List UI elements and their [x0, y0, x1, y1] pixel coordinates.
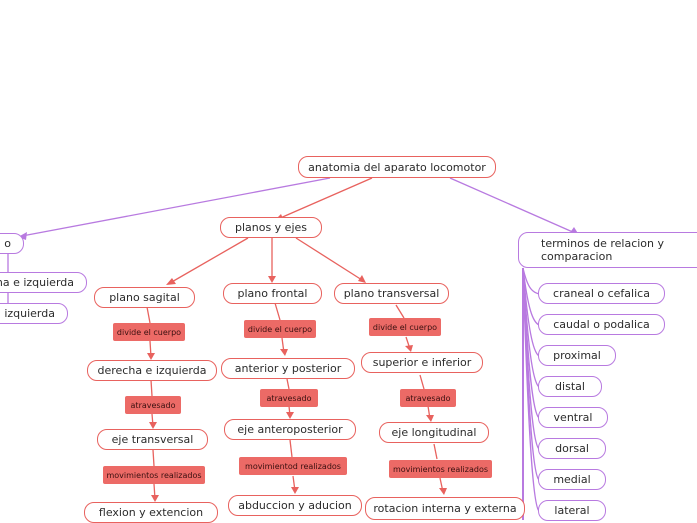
terminos-item[interactable]: ventral [538, 407, 608, 428]
link-label: movimientod realizados [239, 457, 347, 475]
terminos-item[interactable]: dorsal [538, 438, 606, 459]
root-node[interactable]: anatomia del aparato locomotor [298, 156, 496, 178]
link-label: divide el cuerpo [369, 318, 441, 336]
link-label: atravesado [400, 389, 456, 407]
axis-node[interactable]: eje anteroposterior [224, 419, 356, 440]
division-node[interactable]: derecha e izquierda [87, 360, 217, 381]
plane-node-sagital[interactable]: plano sagital [94, 287, 195, 308]
axis-node[interactable]: eje transversal [97, 429, 208, 450]
terminos-item[interactable]: caudal o podalica [538, 314, 665, 335]
left-branch-node[interactable]: o [0, 233, 24, 254]
link-label: movimientos realizados [103, 466, 205, 484]
terminos-item[interactable]: distal [538, 376, 602, 397]
link-label: atravesado [260, 389, 318, 407]
division-node[interactable]: superior e inferior [361, 352, 483, 373]
link-label: divide el cuerpo [113, 323, 185, 341]
movement-node[interactable]: abduccion y aducion [228, 495, 362, 516]
movement-node[interactable]: flexion y extencion [84, 502, 218, 523]
left-item-2[interactable]: izquierda [0, 303, 68, 324]
link-label: atravesado [125, 396, 181, 414]
terminos-node[interactable]: terminos de relacion y comparacion [518, 232, 697, 268]
terminos-item[interactable]: medial [538, 469, 606, 490]
axis-node[interactable]: eje longitudinal [379, 422, 489, 443]
terminos-item[interactable]: proximal [538, 345, 616, 366]
movement-node[interactable]: rotacion interna y externa [365, 497, 525, 520]
planos-node[interactable]: planos y ejes [220, 217, 322, 238]
left-item-1[interactable]: ha e izquierda [0, 272, 87, 293]
link-label: movimientos realizados [389, 460, 492, 478]
link-label: divide el cuerpo [244, 320, 316, 338]
terminos-item[interactable]: craneal o cefalica [538, 283, 665, 304]
terminos-item[interactable]: lateral [538, 500, 606, 521]
plane-node-transversal[interactable]: plano transversal [334, 283, 449, 304]
plane-node-frontal[interactable]: plano frontal [223, 283, 322, 304]
division-node[interactable]: anterior y posterior [221, 358, 355, 379]
